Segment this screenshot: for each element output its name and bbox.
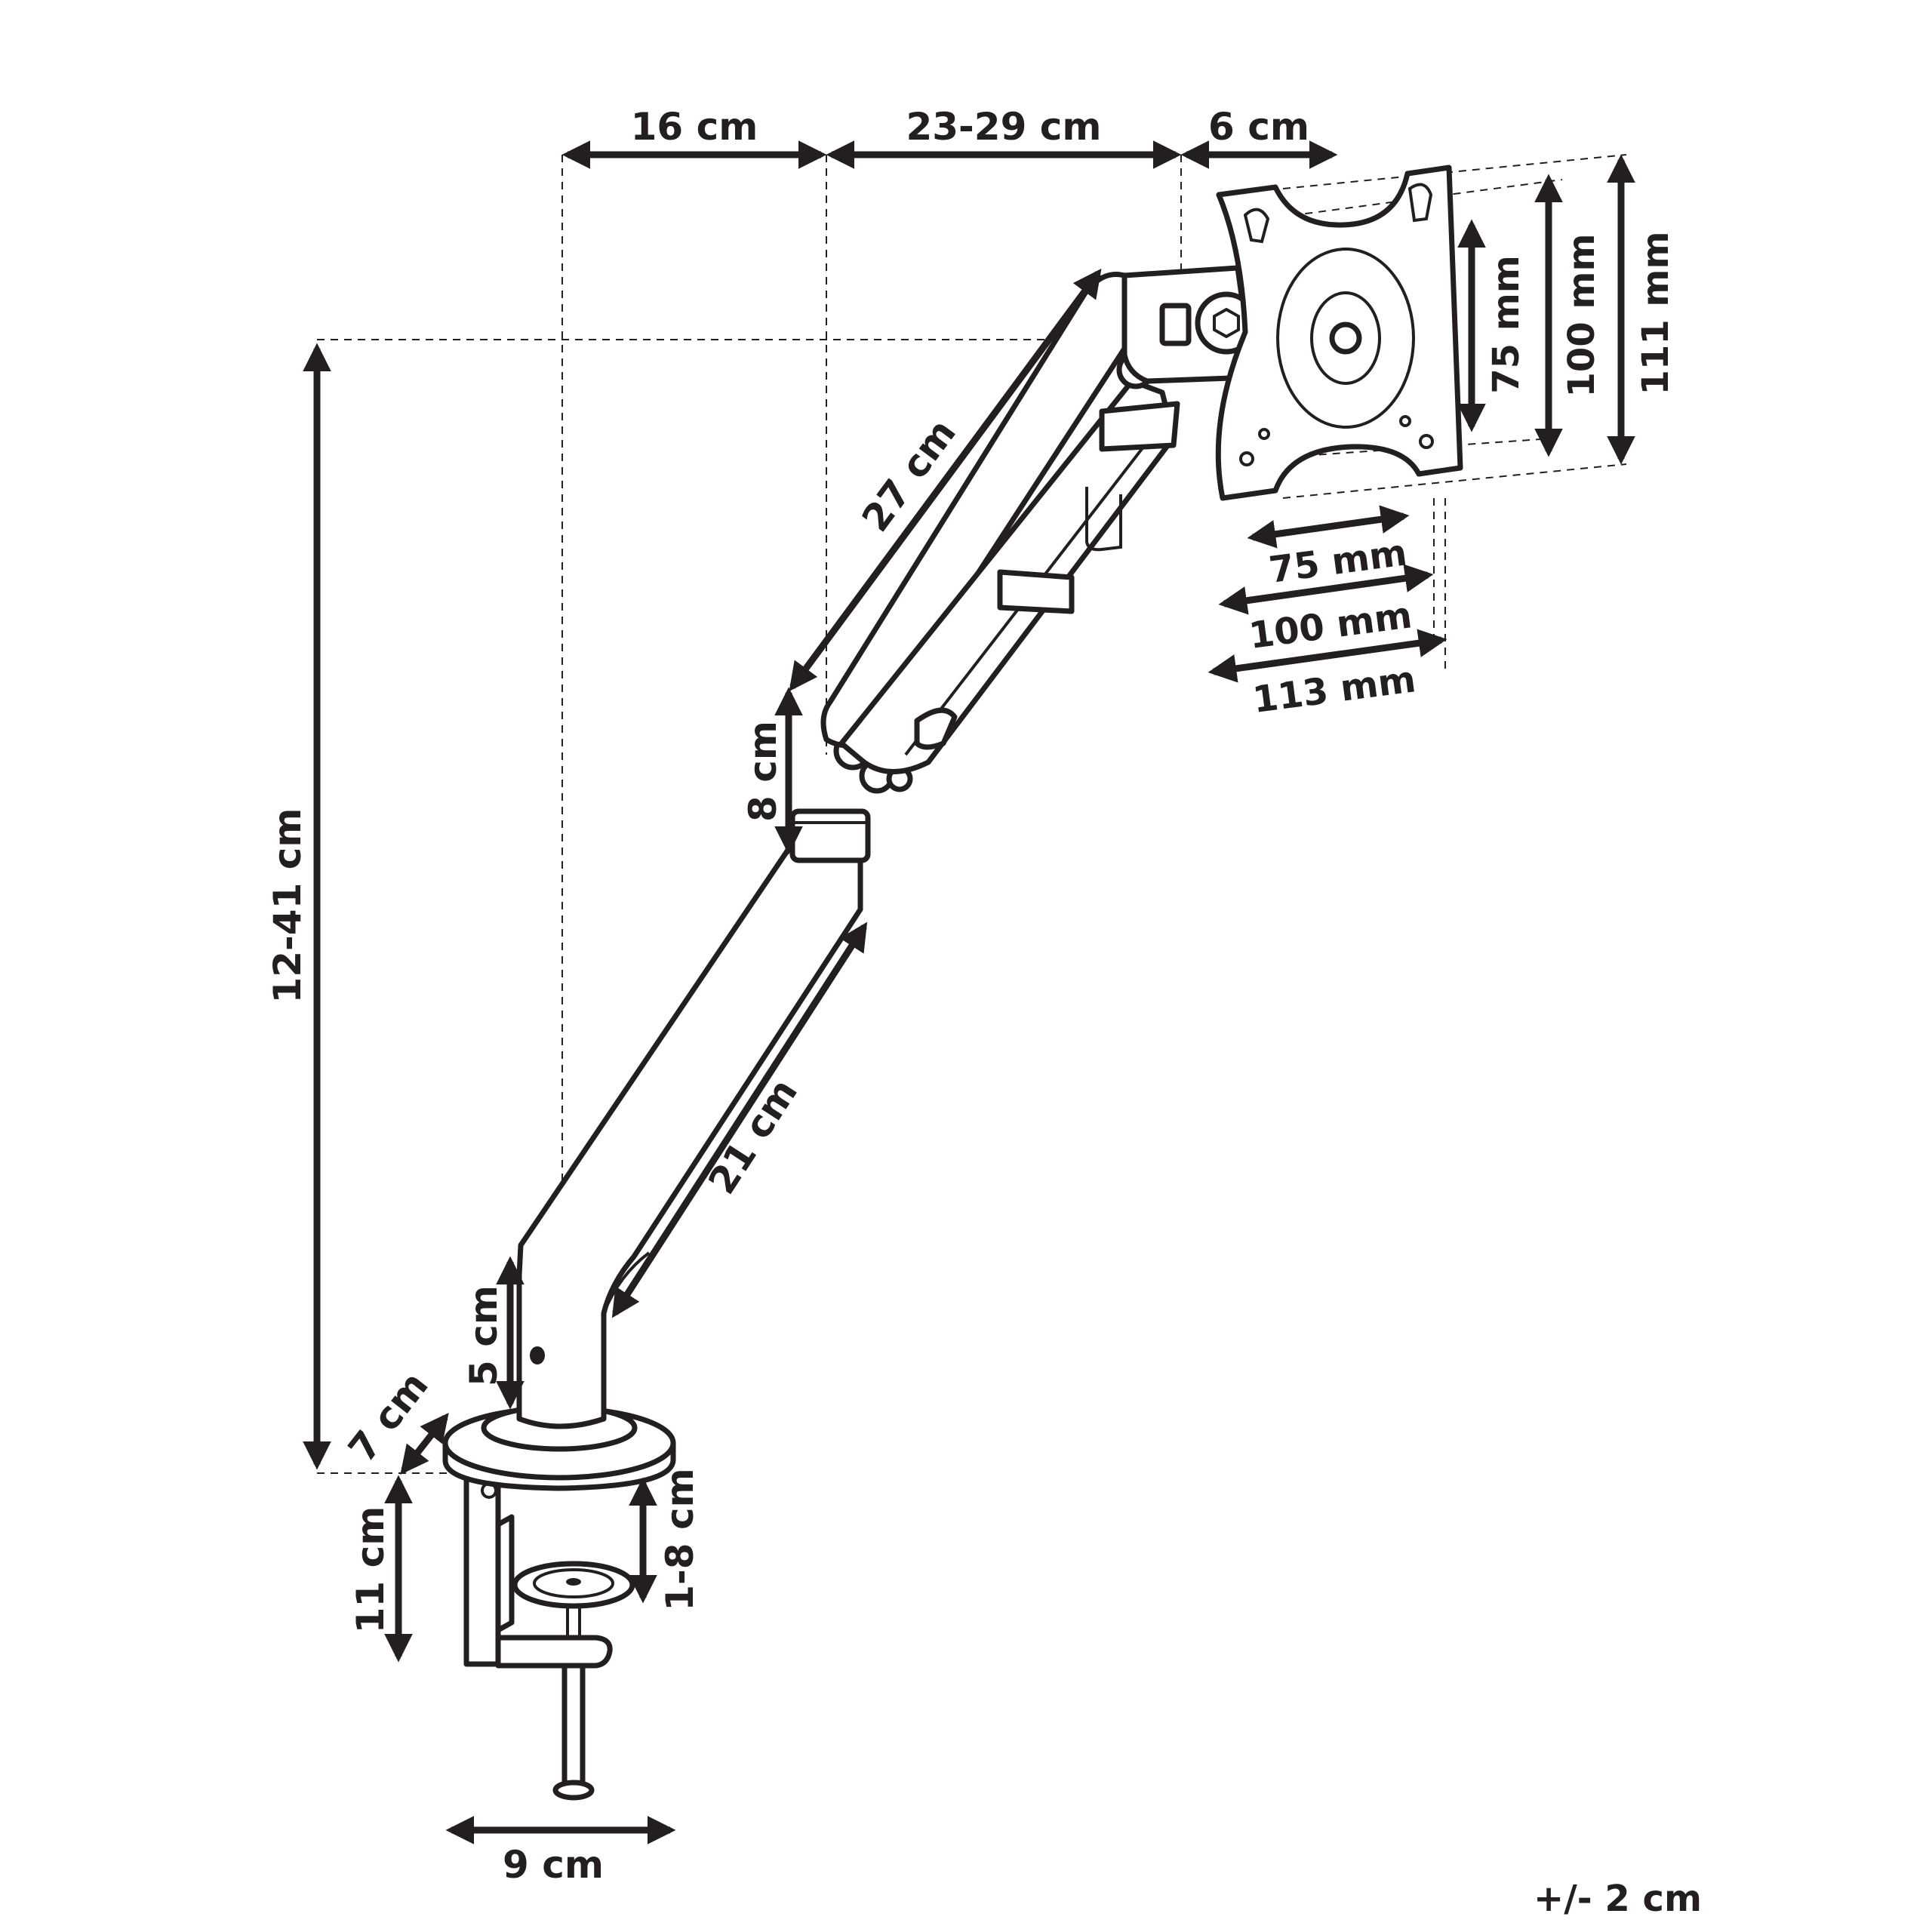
label-vesa-v75: 75 mm	[1485, 255, 1527, 394]
label-1-8cm: 1-8 cm	[658, 1468, 702, 1611]
tolerance-note: +/- 2 cm	[1534, 1878, 1702, 1920]
dim-arrow-7cm	[400, 1413, 449, 1475]
label-7cm: 7 cm	[340, 1364, 437, 1470]
label-9cm: 9 cm	[503, 1843, 604, 1887]
label-vesa-v100: 100 mm	[1561, 234, 1603, 398]
label-height: 12-41 cm	[266, 808, 309, 1003]
monitor-arm-illustration	[442, 165, 1463, 1801]
tilt-head	[1121, 265, 1258, 384]
dimension-arrows	[303, 140, 1635, 1844]
label-vesa-h113: 113 mm	[1251, 658, 1418, 721]
label-5cm: 5 cm	[462, 1285, 506, 1386]
label-8cm: 8 cm	[741, 721, 785, 822]
dim-arrow-vesa-h113	[1208, 629, 1447, 683]
label-vesa-v111: 111 mm	[1635, 232, 1677, 395]
label-11cm: 11 cm	[349, 1506, 392, 1634]
dim-arrow-21cm	[611, 921, 868, 1318]
desk-clamp	[463, 1469, 635, 1801]
label-16cm: 16 cm	[631, 105, 758, 149]
dim-arrow-27cm	[789, 268, 1102, 692]
dim-arrow-vesa-h100	[1218, 564, 1434, 615]
label-6cm: 6 cm	[1208, 105, 1309, 149]
lower-arm	[516, 835, 863, 1429]
dim-arrow-vesa-h75	[1247, 505, 1410, 549]
label-reach: 23-29 cm	[906, 105, 1101, 149]
vesa-labels: 75 mm 100 mm 111 mm 75 mm 100 mm 113 mm	[1247, 232, 1677, 722]
vesa-plate	[1215, 165, 1463, 501]
